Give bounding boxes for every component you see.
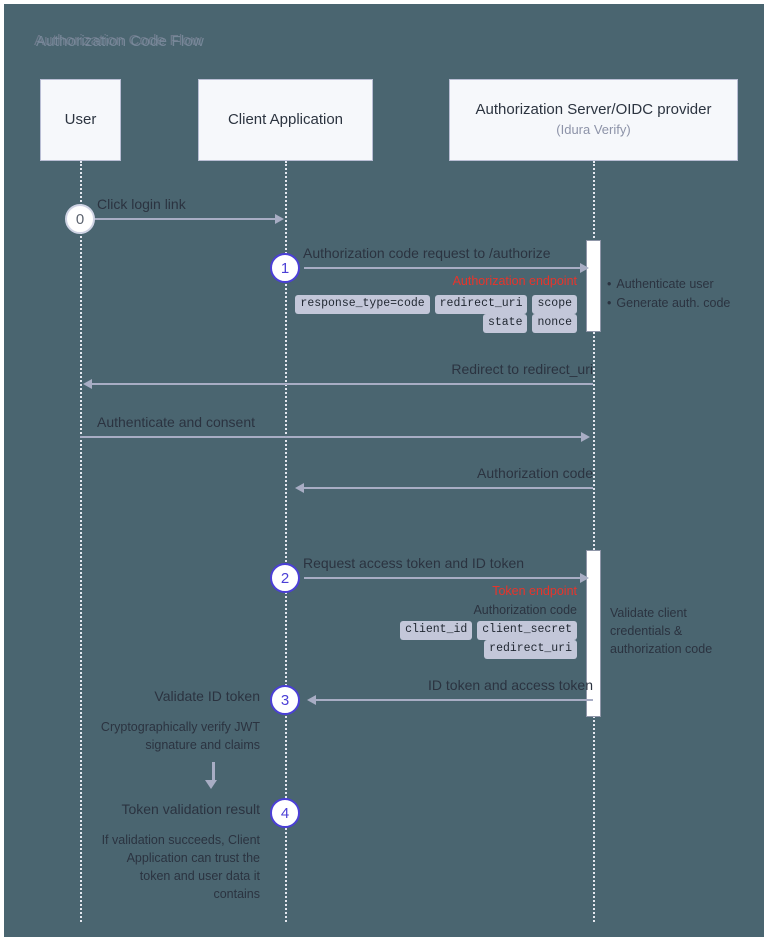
- message-label-redirect-to-redirect-uri: Redirect to redirect_uri: [451, 361, 593, 377]
- param-chip-state: state: [482, 314, 528, 333]
- page-title-text: Authorization Code Flow: [34, 32, 203, 49]
- authorize-params-row-1: response_type=code redirect_uri scope: [295, 295, 577, 314]
- param-chip-client-secret: client_secret: [477, 621, 577, 640]
- message-arrow-authorization-code-request: [304, 267, 582, 269]
- token-params-row-2: redirect_uri: [334, 640, 577, 659]
- server-note-authorize-bullets: Authenticate user Generate auth. code: [607, 275, 757, 314]
- arrowhead-redirect-to-redirect-uri: [83, 379, 92, 389]
- param-chip-nonce: nonce: [532, 314, 577, 333]
- message-label-request-access-token: Request access token and ID token: [303, 555, 525, 571]
- message-arrow-id-token-and-access-token: [316, 699, 593, 701]
- lifeline-client-application: [285, 161, 287, 922]
- page-title: Authorization Code Flow Authorization Co…: [34, 32, 205, 50]
- arrowhead-id-token-and-access-token: [307, 695, 316, 705]
- server-note-bullet-generate-auth-code: Generate auth. code: [607, 294, 757, 313]
- step-badge-1[interactable]: 1: [270, 253, 300, 283]
- param-chip-response-type: response_type=code: [295, 295, 430, 314]
- param-chip-scope: scope: [532, 295, 577, 314]
- message-arrow-request-access-token: [304, 577, 582, 579]
- param-chip-redirect-uri-token: redirect_uri: [484, 640, 577, 659]
- message-label-authenticate-and-consent: Authenticate and consent: [97, 414, 256, 430]
- step-badge-0[interactable]: 0: [65, 204, 95, 234]
- participant-authorization-server[interactable]: Authorization Server/OIDC provider (Idur…: [449, 79, 738, 161]
- message-arrow-redirect-to-redirect-uri: [92, 383, 593, 385]
- client-note-validate-id-token-label: Validate ID token: [154, 688, 260, 704]
- param-chip-redirect-uri: redirect_uri: [434, 295, 528, 314]
- param-chip-client-id: client_id: [400, 621, 473, 640]
- participant-client-application[interactable]: Client Application: [198, 79, 373, 161]
- page-title-ghost: Authorization Code Flow: [36, 33, 205, 50]
- arrowhead-request-access-token: [580, 573, 589, 583]
- message-arrow-authenticate-and-consent: [80, 436, 583, 438]
- participant-authorization-server-subtitle: (Idura Verify): [556, 121, 631, 137]
- token-params-heading: Authorization code: [473, 603, 577, 617]
- self-transition-arrowhead: [205, 780, 217, 789]
- message-label-authorization-code-request: Authorization code request to /authorize: [303, 245, 551, 261]
- participant-user[interactable]: User: [40, 79, 121, 161]
- arrowhead-click-login-link: [275, 214, 284, 224]
- server-note-bullet-authenticate-user: Authenticate user: [607, 275, 757, 294]
- lifeline-authorization-server: [593, 161, 595, 922]
- step-badge-3[interactable]: 3: [270, 685, 300, 715]
- client-note-validate-id-token-detail: Cryptographically verify JWT signature a…: [100, 720, 260, 753]
- message-arrow-authorization-code: [304, 487, 593, 489]
- participant-authorization-server-label: Authorization Server/OIDC provider: [475, 101, 712, 119]
- message-label-id-token-and-access-token: ID token and access token: [428, 677, 593, 693]
- client-note-token-validation-result-label: Token validation result: [121, 801, 260, 817]
- activation-bar-token: [586, 550, 601, 717]
- endpoint-label-token: Token endpoint: [492, 584, 577, 598]
- client-note-token-validation-result-detail: If validation succeeds, Client Applicati…: [101, 833, 260, 902]
- participant-client-application-label: Client Application: [227, 110, 344, 128]
- arrowhead-authenticate-and-consent: [581, 432, 590, 442]
- lifeline-user: [80, 161, 82, 922]
- arrowhead-authorization-code-request: [580, 263, 589, 273]
- token-params-row-1: client_id client_secret: [334, 621, 577, 640]
- message-arrow-click-login-link: [80, 218, 277, 220]
- message-label-authorization-code: Authorization code: [477, 465, 593, 481]
- authorize-params-row-2: state nonce: [304, 314, 577, 333]
- participant-user-label: User: [64, 110, 97, 128]
- step-badge-4[interactable]: 4: [270, 798, 300, 828]
- activation-bar-authorize: [586, 240, 601, 332]
- endpoint-label-authorize: Authorization endpoint: [452, 274, 577, 288]
- message-label-click-login-link: Click login link: [97, 196, 186, 212]
- arrowhead-authorization-code: [295, 483, 304, 493]
- self-transition-line: [212, 762, 215, 782]
- server-note-validate-client: Validate client credentials & authorizat…: [610, 606, 713, 657]
- step-badge-2[interactable]: 2: [270, 563, 300, 593]
